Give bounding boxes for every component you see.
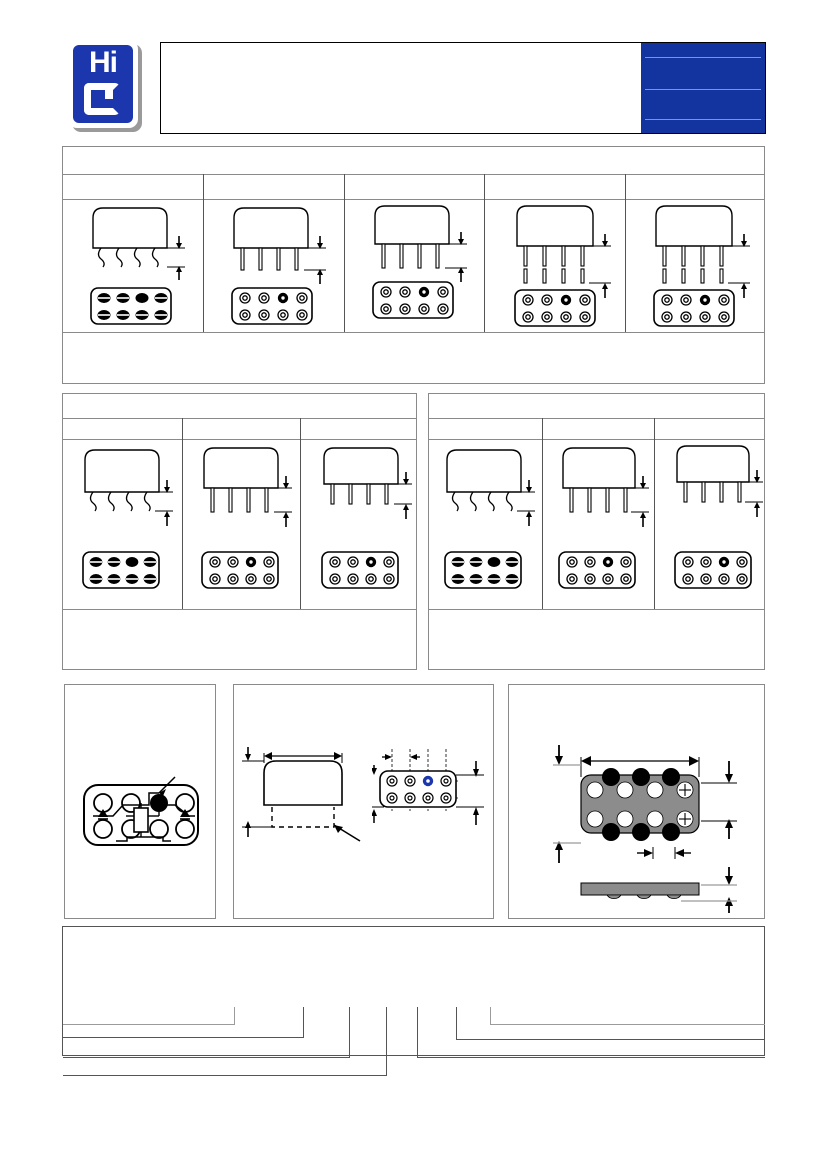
s2l-heading-divider	[63, 418, 416, 419]
s2r-heading-divider	[429, 418, 764, 419]
logo-plate: Hi	[68, 40, 138, 128]
s2l-note-divider	[63, 609, 416, 610]
s1-col-divider-1	[203, 174, 204, 332]
order-bracket-l3-v	[349, 1007, 350, 1058]
order-bracket-r2-h	[456, 1039, 765, 1040]
package-figure-straight-short-th-a	[231, 207, 326, 325]
s2r-col-divider-2	[654, 418, 655, 609]
blue-rule-2	[645, 89, 761, 90]
page-header: Hi	[0, 0, 827, 145]
package-figure-straight-long-th-a	[514, 205, 611, 327]
header-blue-panel	[641, 43, 765, 133]
order-bracket-l2-h	[63, 1037, 303, 1038]
s2r-figure-straight-th-a	[558, 447, 649, 589]
package-figure-straight-long-th-b	[653, 205, 750, 327]
s1-heading-divider	[63, 174, 764, 175]
s1-col-divider-4	[625, 174, 626, 332]
package-figure-straight-short-th-b	[372, 205, 467, 319]
s1-subheader-divider	[63, 199, 764, 200]
s1-col-divider-3	[484, 174, 485, 332]
s2r-figure-gullwing-smd	[444, 449, 535, 589]
order-bracket-r2-v	[456, 1007, 457, 1040]
s2l-figure-straight-th-b	[321, 447, 412, 589]
pcb-top-and-side-view	[553, 745, 737, 913]
order-bracket-l1-h	[63, 1024, 234, 1025]
s2l-figure-straight-th-a	[201, 447, 292, 589]
ordering-information-panel	[62, 926, 765, 1076]
s2l-col-divider-2	[300, 418, 301, 609]
order-bracket-r1-h	[490, 1024, 765, 1025]
s2r-note-divider	[429, 609, 764, 610]
s1-col-divider-2	[344, 174, 345, 332]
order-bracket-l3-h	[63, 1057, 349, 1058]
package-side-view	[242, 747, 361, 842]
package-table-section-2-left	[62, 393, 417, 670]
s2l-subheader-divider	[63, 439, 416, 440]
s2r-col-divider-1	[542, 418, 543, 609]
s2r-subheader-divider	[429, 439, 764, 440]
s1-note-divider	[63, 332, 764, 333]
package-table-section-2-right	[428, 393, 765, 670]
order-bracket-l4-v	[386, 1007, 387, 1076]
logo-hi-text: Hi	[89, 46, 118, 79]
title-box	[160, 42, 766, 134]
order-bracket-r3-v	[417, 1007, 418, 1058]
order-bracket-r3-h	[417, 1057, 765, 1058]
order-bracket-l4-h	[63, 1075, 386, 1076]
logo-c-icon	[84, 83, 120, 115]
blue-rule-1	[645, 57, 761, 58]
package-top-view	[372, 749, 484, 825]
pcb-land-pattern-box	[508, 684, 765, 919]
package-dimension-box	[233, 684, 494, 919]
schematic-diagram	[83, 776, 199, 846]
order-bracket-r1-v	[490, 1007, 491, 1025]
blue-rule-3	[645, 119, 761, 120]
logo-blue-square: Hi	[73, 45, 133, 123]
order-bracket-l2-v	[303, 1007, 304, 1038]
order-bracket-l1-v	[234, 1007, 235, 1025]
s2l-figure-gullwing-smd	[82, 449, 173, 589]
package-figure-gullwing-smd	[90, 207, 185, 325]
s2r-figure-straight-th-b	[674, 445, 763, 589]
logo-c-tab	[105, 90, 113, 99]
package-table-section-1	[62, 146, 765, 384]
s2l-col-divider-1	[182, 418, 183, 609]
company-logo: Hi	[68, 40, 146, 136]
internal-schematic-box	[64, 684, 216, 919]
